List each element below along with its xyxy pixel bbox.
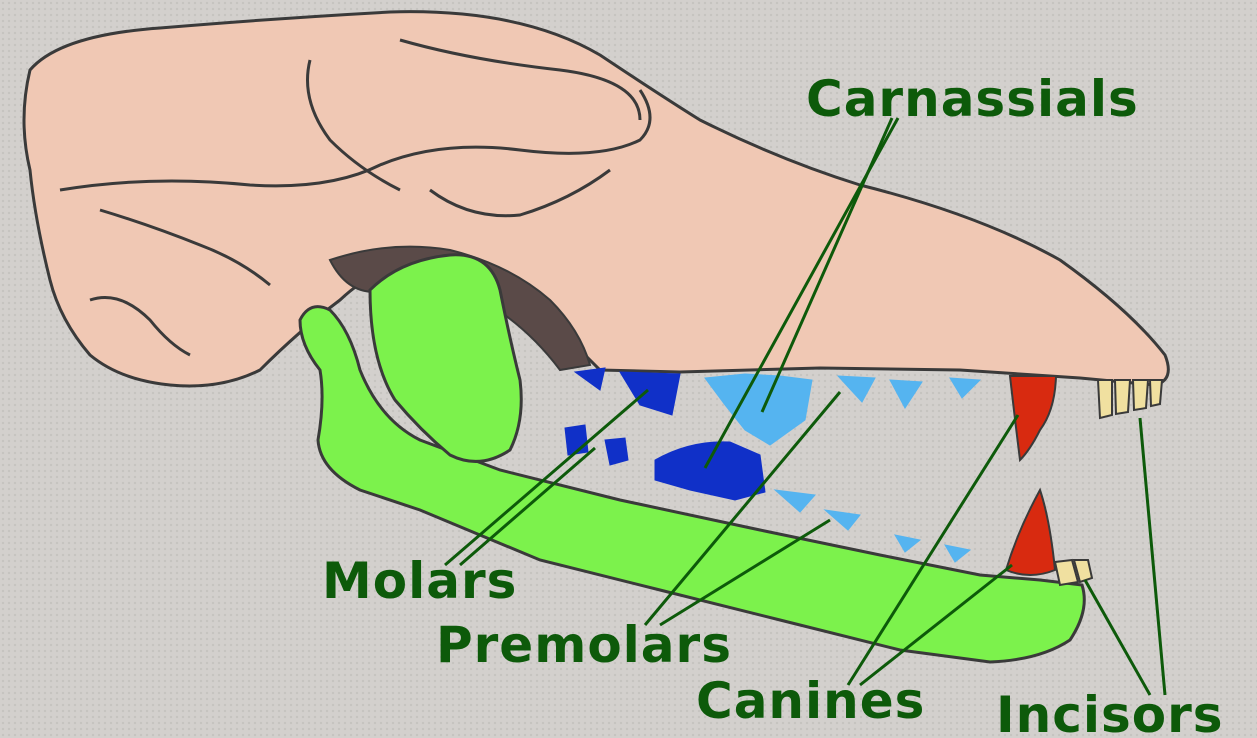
label-molars: Molars: [322, 556, 517, 606]
label-premolars: Premolars: [436, 620, 732, 670]
cranium: [24, 12, 1168, 386]
canines: [1006, 376, 1056, 575]
label-incisors: Incisors: [996, 690, 1224, 738]
label-carnassials: Carnassials: [806, 74, 1139, 124]
label-canines: Canines: [696, 676, 925, 726]
